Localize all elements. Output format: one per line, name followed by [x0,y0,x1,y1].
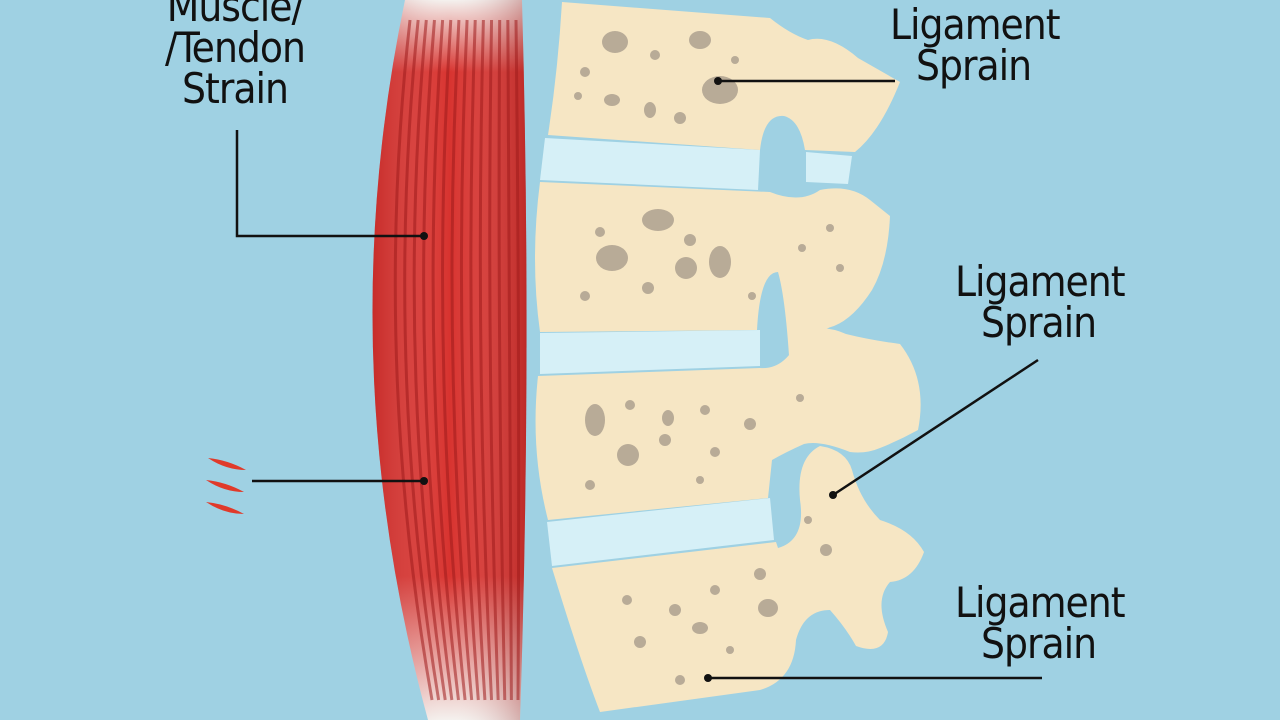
bone-spot [731,56,739,64]
muscle-label-line-2: /Tendon [165,23,306,72]
bone-spot [596,245,628,271]
muscle-fiber [450,19,474,701]
bone-spot [602,31,628,53]
ligament-middle-line-2: Sprain [981,298,1097,347]
bone-spot [709,246,731,278]
bone-spot [710,585,720,595]
bone-spot [574,92,582,100]
muscle-tendon-strain-label: Muscle/ /Tendon Strain [150,0,320,113]
vertebra-3 [535,328,921,520]
bone-spot [820,544,832,556]
ligament-top-line-2: Sprain [916,41,1032,90]
bone-spot [754,568,766,580]
muscle-fiber [469,19,487,701]
bone-spot [625,400,635,410]
bone-spot [796,394,804,402]
bone-spot [644,102,656,118]
bone-spot [595,227,605,237]
facet-gap-1 [806,152,852,184]
muscle-fiber [497,19,507,701]
bone-spot [836,264,844,272]
ligament-sprain-label-middle: Ligament Sprain [955,257,1126,347]
vertebrae [535,2,924,712]
vertebra-2 [535,182,890,372]
ligament-top-line-1: Ligament [890,0,1061,49]
bone-spot [585,404,605,436]
bone-spot [798,244,806,252]
muscle-fiber [431,19,460,701]
bone-spot [675,257,697,279]
muscle-label-line-1: Muscle/ [166,0,305,31]
leader-dots [420,77,837,682]
leader-ligament-middle [832,358,1039,497]
muscle-label-line-3: Strain [182,64,289,113]
vertebra-4 [552,446,924,712]
muscle-fiber [506,19,513,701]
muscle-illustration [372,0,527,720]
bone-spot [689,31,711,49]
muscle-fiber [403,19,441,701]
bone-spot [710,447,720,457]
muscle-fibers [393,19,521,701]
bone-spot [580,291,590,301]
bone-spot [650,50,660,60]
disc-1 [540,138,760,190]
bone-spot [758,599,778,617]
ligament-bottom-line-1: Ligament [955,578,1126,627]
leader-muscle [235,130,424,238]
bone-spot [674,112,686,124]
bone-spot [617,444,639,466]
bone-spot [804,516,812,524]
ligament-bottom-line-2: Sprain [981,619,1097,668]
ligament-sprain-label-top: Ligament Sprain [890,0,1061,90]
leader-lines [235,79,1042,680]
bone-spot [580,67,590,77]
muscle-fiber [412,19,447,701]
disc-2 [540,330,760,374]
disc-3 [547,498,774,566]
ligament-middle-line-1: Ligament [955,257,1126,306]
ligament-sprain-label-bottom: Ligament Sprain [955,578,1126,668]
bone-spot [696,476,704,484]
muscle-fiber [488,19,500,701]
intervertebral-discs [540,138,852,566]
bone-spot [702,76,738,104]
bone-spot [748,292,756,300]
bone-spot [744,418,756,430]
bone-spot [669,604,681,616]
bone-spot [659,434,671,446]
bone-texture [574,31,844,685]
bone-spot [684,234,696,246]
bone-spot [726,646,734,654]
bone-spot [826,224,834,232]
bone-spot [642,282,654,294]
muscle-fiber [422,19,454,701]
bone-spot [622,595,632,605]
bone-spot [662,410,674,426]
muscle-fiber [459,19,480,701]
muscle-fiber [514,19,521,701]
bone-spot [692,622,708,634]
bone-spot [700,405,710,415]
bone-spot [604,94,620,106]
muscle-fiber [393,19,434,701]
muscle-fiber [478,19,494,701]
bone-spot [634,636,646,648]
bone-spot [642,209,674,231]
bone-spot [675,675,685,685]
bone-spot [585,480,595,490]
strain-marks-icon [206,458,246,514]
muscle-fiber [441,19,467,701]
